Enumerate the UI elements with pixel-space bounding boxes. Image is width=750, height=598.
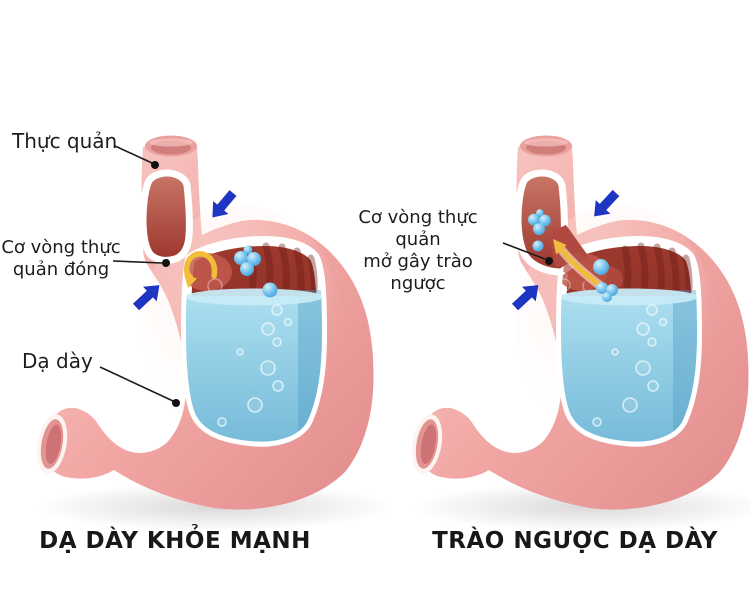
- gas-bubble: [532, 240, 544, 252]
- esophagus-label: Thực quản: [12, 129, 118, 153]
- healthy-caption: DẠ DÀY KHỎE MẠNH: [39, 528, 311, 554]
- gas-bubble: [262, 282, 278, 298]
- healthy-stomach-figure: [33, 136, 393, 532]
- gas-bubble: [593, 259, 609, 275]
- reflux-caption: TRÀO NGƯỢC DẠ DÀY: [432, 528, 718, 554]
- stomach-label: Dạ dày: [22, 349, 93, 373]
- pointer-lines: [99, 145, 546, 402]
- circulation-arrow-icon: [183, 251, 218, 288]
- sphincter-open-label: Cơ vòng thực quản mở gây trào ngược: [358, 207, 478, 294]
- pointer-dots: [151, 161, 553, 407]
- gas-bubble-cluster: [596, 282, 618, 302]
- closed-esophagus-lumen: [139, 169, 193, 264]
- sphincter-closed-label: Cơ vòng thực quản đóng: [1, 237, 121, 280]
- reflux-stomach-figure: [408, 136, 750, 532]
